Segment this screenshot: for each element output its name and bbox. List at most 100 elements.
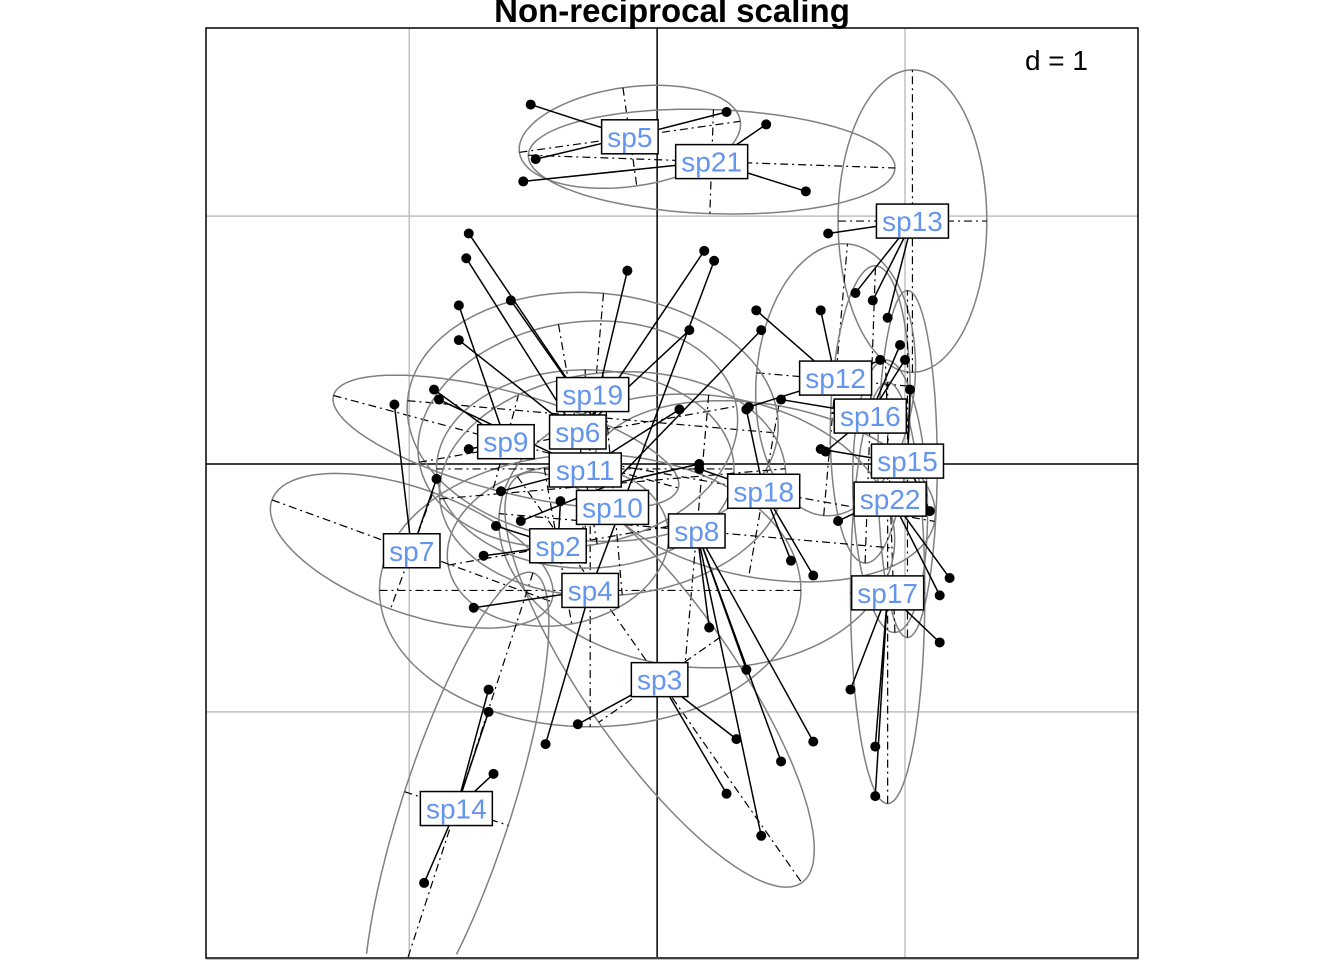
star-line-sp10 xyxy=(611,329,762,485)
point-sp9 xyxy=(463,444,474,455)
point-sp4 xyxy=(540,739,551,750)
point-sp17 xyxy=(934,637,945,648)
point-sp17 xyxy=(870,791,881,802)
label-sp16: sp16 xyxy=(840,401,901,432)
point-sp7 xyxy=(389,399,400,410)
point-sp13 xyxy=(882,312,893,323)
label-box-sp22 xyxy=(853,481,927,517)
point-sp15 xyxy=(815,444,826,455)
label-box-sp6 xyxy=(548,414,607,450)
label-sp4: sp4 xyxy=(568,575,613,606)
label-sp8: sp8 xyxy=(674,516,719,547)
point-sp11 xyxy=(434,394,444,405)
star-line-sp10 xyxy=(612,463,700,485)
label-box-sp19 xyxy=(555,376,630,413)
label-box-sp14 xyxy=(419,790,494,827)
point-sp16 xyxy=(900,354,910,365)
point-sp12 xyxy=(875,354,886,365)
point-sp22 xyxy=(934,590,945,601)
label-box-sp2 xyxy=(528,528,587,564)
point-sp9 xyxy=(453,300,464,311)
label-sp6: sp6 xyxy=(555,417,600,448)
grid-scale-label: d = 1 xyxy=(1025,45,1088,76)
star-line-sp8 xyxy=(696,530,762,836)
label-sp19: sp19 xyxy=(562,380,623,411)
ellipse-sp4 xyxy=(378,453,802,728)
point-sp9 xyxy=(429,384,440,395)
point-sp10 xyxy=(515,516,526,527)
point-sp6 xyxy=(461,253,472,264)
label-box-sp3 xyxy=(630,661,689,698)
point-sp13 xyxy=(867,295,878,306)
star-line-sp14 xyxy=(455,689,490,809)
star-line-sp8 xyxy=(696,530,814,742)
point-sp13 xyxy=(823,228,834,239)
label-sp22: sp22 xyxy=(860,484,921,515)
point-sp18 xyxy=(785,555,796,566)
point-sp15 xyxy=(924,506,935,517)
label-box-sp12 xyxy=(798,360,873,396)
point-sp21 xyxy=(800,186,811,197)
point-sp15 xyxy=(904,384,915,395)
ellipse-sp3 xyxy=(504,471,816,888)
label-sp17: sp17 xyxy=(857,578,918,609)
plot-frame xyxy=(205,27,1139,959)
label-box-sp10 xyxy=(575,489,650,526)
point-sp16 xyxy=(776,394,787,405)
label-box-sp13 xyxy=(875,203,950,239)
label-box-sp8 xyxy=(667,513,726,549)
point-sp14 xyxy=(419,877,430,888)
label-box-sp4 xyxy=(561,572,620,609)
point-sp4 xyxy=(468,602,479,613)
point-sp8 xyxy=(741,664,752,675)
point-sp21 xyxy=(761,119,772,130)
ellipse-major-axis-sp9 xyxy=(333,394,679,489)
label-box-sp16 xyxy=(833,398,908,434)
ellipse-minor-axis-sp19 xyxy=(581,293,605,541)
label-sp10: sp10 xyxy=(582,492,643,523)
ellipse-sp14 xyxy=(365,571,550,955)
point-sp11 xyxy=(495,486,506,497)
label-sp9: sp9 xyxy=(483,427,528,458)
label-sp21: sp21 xyxy=(681,147,742,178)
label-sp12: sp12 xyxy=(805,363,866,394)
point-sp3 xyxy=(731,734,742,745)
ellipse-sp21 xyxy=(527,108,896,215)
point-sp18 xyxy=(741,404,752,415)
point-sp12 xyxy=(751,305,762,316)
label-box-sp5 xyxy=(600,119,659,155)
label-box-sp15 xyxy=(870,443,945,479)
point-sp12 xyxy=(815,305,826,316)
grid xyxy=(206,28,1138,960)
point-sp10 xyxy=(694,459,705,469)
label-box-sp7 xyxy=(382,533,441,569)
label-box-sp9 xyxy=(476,423,535,460)
point-sp8 xyxy=(808,736,819,747)
point-sp5 xyxy=(530,154,541,165)
point-sp5 xyxy=(721,107,732,118)
ellipse-sp11 xyxy=(435,369,735,569)
ellipse-sp8 xyxy=(498,393,896,669)
point-sp4 xyxy=(709,255,720,266)
label-sp2: sp2 xyxy=(535,531,580,562)
point-sp3 xyxy=(721,788,732,799)
label-sp5: sp5 xyxy=(607,122,652,153)
class-labels: sp5sp21sp13sp12sp16sp15sp22sp17sp18sp8sp… xyxy=(382,119,950,827)
star-line-sp8 xyxy=(696,530,748,670)
point-sp17 xyxy=(870,741,881,752)
point-sp14 xyxy=(483,706,494,717)
point-sp19 xyxy=(622,265,633,276)
point-sp19 xyxy=(505,295,516,306)
label-sp15: sp15 xyxy=(877,446,938,477)
label-box-sp17 xyxy=(850,575,925,611)
point-sp8 xyxy=(776,756,787,767)
point-sp2 xyxy=(491,520,502,531)
point-sp16 xyxy=(895,340,906,351)
point-sp18 xyxy=(808,570,819,581)
star-line-sp7 xyxy=(393,404,413,551)
point-sp6 xyxy=(684,325,695,336)
point-sp7 xyxy=(431,473,442,484)
point-sp8 xyxy=(704,622,715,633)
point-sp10 xyxy=(756,325,767,336)
